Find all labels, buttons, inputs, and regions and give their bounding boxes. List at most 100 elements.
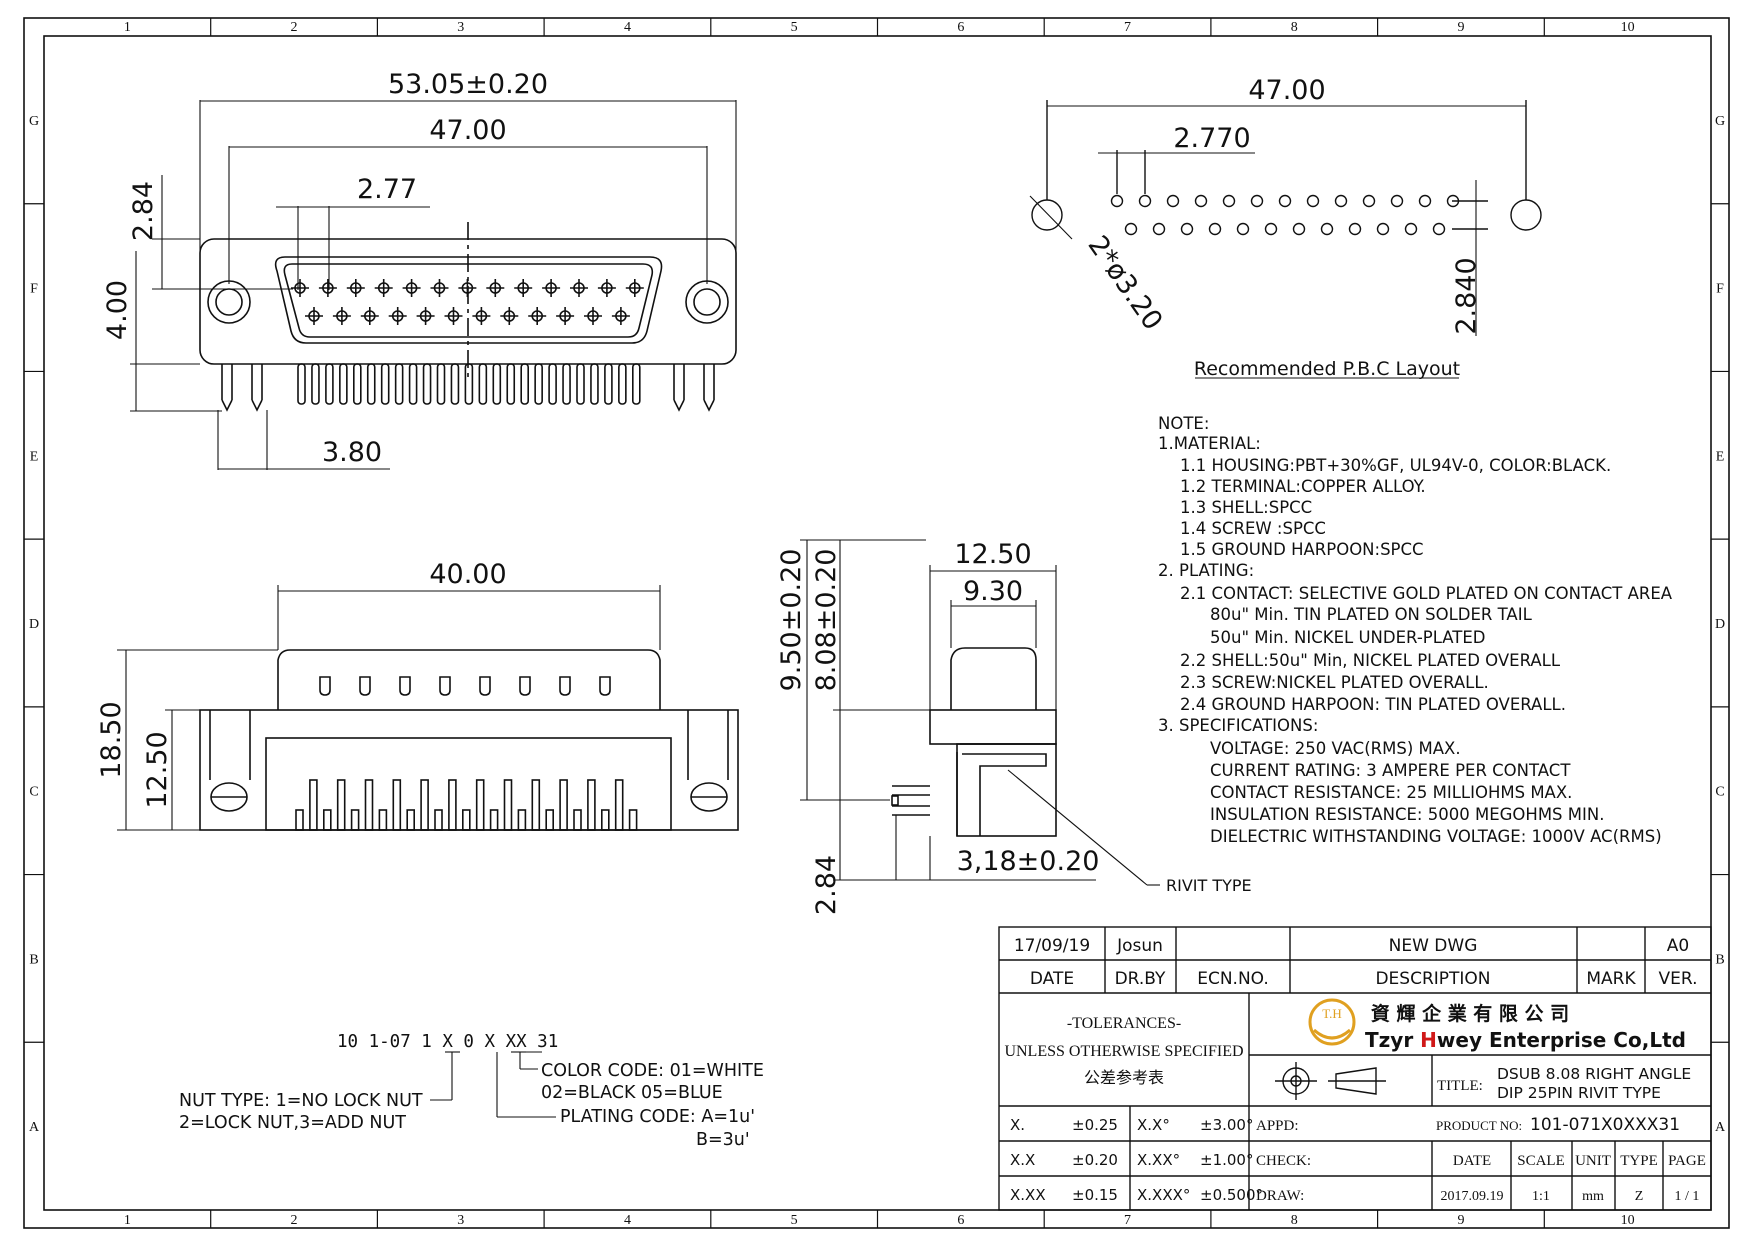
front-tail [422,363,432,405]
pcb-hole [1180,222,1194,236]
front-right-hole [685,280,729,324]
top-pin-slot [319,676,331,696]
zone-row-label: A [1715,1120,1726,1135]
front-left-hole-inner [215,288,243,316]
zone-column-label: 4 [624,20,631,35]
note-line: CURRENT RATING: 3 AMPERE PER CONTACT [1210,761,1571,780]
pcb-hole [1250,194,1264,208]
title-line-2: DIP 25PIN RIVIT TYPE [1497,1084,1661,1102]
front-tail [618,363,627,405]
type-value: Z [1635,1189,1644,1204]
tolerance-cell: ±0.20 [1072,1151,1118,1169]
title-line-1: DSUB 8.08 RIGHT ANGLE [1497,1065,1691,1083]
top-pin-slot [519,676,531,696]
zone-column-label: 3 [457,1213,464,1228]
front-pin [625,279,644,297]
title-block-text: 17/09/19 Josun NEW DWG A0 DATE DR.BY ECN… [1004,936,1705,1204]
side-dim-808: 8.08±0.20 [811,549,842,692]
nut-type-line-2: 2=LOCK NUT,3=ADD NUT [179,1113,406,1133]
top-tail [545,809,555,831]
pcb-caption: Recommended P.B.C Layout [1194,358,1460,380]
top-tail [350,809,360,831]
top-tail [434,809,443,831]
top-left-harpoon [209,710,251,780]
top-tail [336,779,346,831]
pcb-hole [1138,194,1152,208]
zone-row-label: C [1715,785,1724,800]
pcb-hole [1432,222,1446,236]
zone-column-label: 7 [1124,20,1131,35]
front-pin [332,307,351,325]
zone-column-label: 1 [124,1213,131,1228]
tolerance-cell: ±3.00° [1200,1116,1253,1134]
zone-column-label: 10 [1621,1213,1635,1228]
front-pin [486,279,505,297]
pcb-hole [1390,194,1404,208]
front-pin [346,279,365,297]
rev-desc: NEW DWG [1389,936,1478,956]
note-line: 2.4 GROUND HARPOON: TIN PLATED OVERALL. [1180,695,1566,714]
note-line: 1.3 SHELL:SPCC [1180,498,1312,517]
top-pin-slot [479,676,491,696]
front-pin [430,279,449,297]
unit-value: mm [1582,1189,1604,1204]
tolerance-cell: X.XX [1010,1186,1046,1204]
appd-label: APPD: [1256,1118,1299,1134]
dim-height-400: 4.00 [102,280,133,340]
side-dim-930: 9.30 [963,576,1023,607]
front-view [199,222,737,412]
front-tail [339,363,348,405]
zone-row-label: E [1716,449,1725,464]
draw-label: DRAW: [1256,1188,1304,1204]
dim-hole-pitch: 47.00 [429,115,506,146]
front-pin [611,307,630,325]
top-view [199,649,739,831]
front-d-shell-inner [283,263,654,338]
note-line: DIELECTRIC WITHSTANDING VOLTAGE: 1000V A… [1210,827,1662,846]
pcb-hole [1208,222,1222,236]
pcb-hole [1124,222,1138,236]
front-pin [528,307,547,325]
front-tail [590,363,599,405]
top-tail [392,779,402,831]
dim-pin-pitch: 2.77 [357,174,417,205]
top-shell [277,649,661,710]
front-pin [402,279,421,297]
top-tail [559,779,568,831]
tolerance-cell: X.XX° [1137,1151,1180,1169]
logo: T.H [1308,998,1356,1046]
zone-row-label: D [1715,617,1725,632]
front-pin [584,307,602,325]
pcb-hole [1376,222,1390,236]
side-body [956,743,1057,837]
front-right-hole-inner [693,288,721,316]
top-tail-group [295,779,638,831]
tolerance-cell: X. [1010,1116,1025,1134]
front-tail [534,363,543,405]
front-pin [556,307,575,325]
zone-column-label: 5 [791,20,798,35]
tol-cn: 公差参考表 [1084,1068,1164,1087]
zone-column-label: 4 [624,1213,631,1228]
front-pin [597,279,616,297]
front-tail [478,363,488,405]
nut-type-line-1: NUT TYPE: 1=NO LOCK NUT [179,1091,423,1111]
date-value: 2017.09.19 [1441,1189,1504,1204]
front-tail [562,363,571,405]
side-callout: RIVIT TYPE [1166,876,1252,895]
company-logo-icon [1308,998,1356,1046]
zone-column-label: 6 [957,20,964,35]
hdr-unit: UNIT [1575,1153,1611,1169]
note-line: 1.4 SCREW :SPCC [1180,519,1326,538]
front-pin [374,279,393,297]
front-tail [325,363,334,405]
pcb-dim-text: 47.00 2.770 2.840 2*ø3.20 Recommended P.… [1081,75,1482,380]
note-line: 2. PLATING: [1158,561,1254,580]
pcb-hole [1306,194,1320,208]
tol-sub: UNLESS OTHERWISE SPECIFIED [1004,1043,1243,1060]
side-tails [892,785,930,816]
part-code-string: 10 1-07 1 X 0 X XX 31 [337,1032,558,1052]
hdr-scale: SCALE [1517,1153,1565,1169]
hdr-type: TYPE [1620,1153,1658,1169]
